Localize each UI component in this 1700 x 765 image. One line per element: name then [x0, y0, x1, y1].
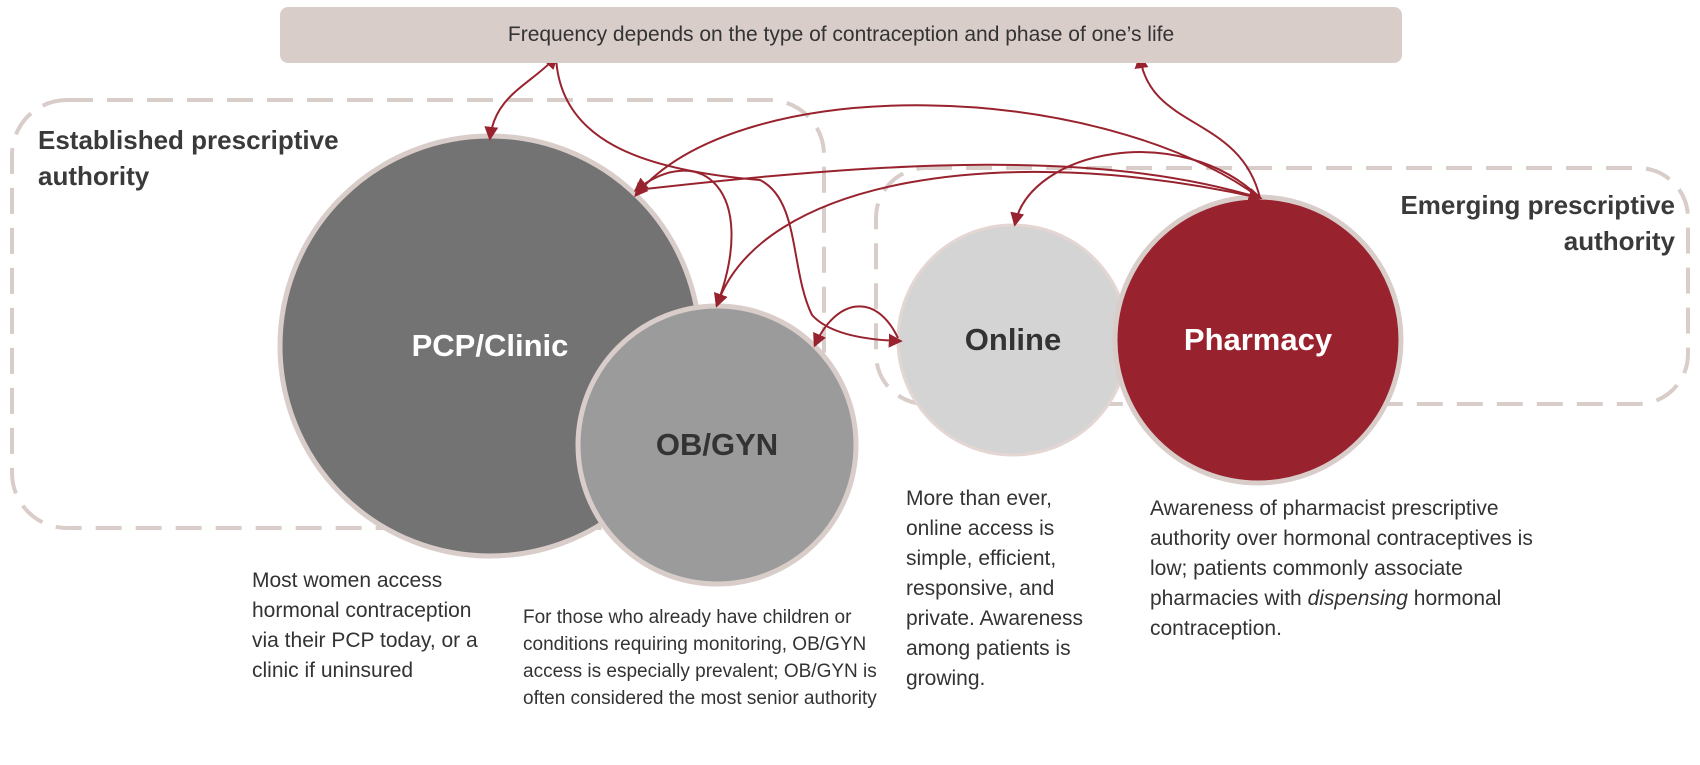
pharmacy-description-emphasis: dispensing [1307, 587, 1408, 610]
arrow-pcp-pharmacy [635, 163, 1263, 202]
obgyn-description: For those who already have children or c… [523, 607, 877, 709]
arrow-pharmacy-online [1010, 151, 1261, 227]
arrow-online-obgyn [813, 305, 899, 348]
arrow-pcp-obgyn [633, 169, 733, 308]
pharmacy-label: Pharmacy [1183, 322, 1333, 357]
arrow-banner-online [555, 56, 903, 348]
arrow-pharmacy-obgyn [714, 170, 1261, 308]
online-description: More than ever, online access is simple,… [906, 487, 1084, 690]
arrow-pharmacy-pcp [634, 104, 1261, 199]
pcp-description: Most women access hormonal contraception… [252, 569, 478, 682]
established-authority-label: Established prescriptive authority [38, 125, 339, 191]
online-label: Online [964, 322, 1062, 357]
pharmacy-description-end: hormonal contraception. [1150, 587, 1502, 640]
frequency-banner: Frequency depends on the type of contrac… [280, 7, 1402, 63]
pharmacy-description: Awareness of pharmacist prescriptive aut… [1150, 494, 1550, 644]
frequency-banner-text: Frequency depends on the type of contrac… [507, 23, 1175, 46]
pharmacy-description-text: Awareness of pharmacist prescriptive aut… [1150, 497, 1533, 610]
pcp-clinic-label: PCP/Clinic [411, 328, 569, 363]
relationship-arrows [484, 54, 1263, 348]
arrow-banner-pcp [484, 54, 558, 141]
emerging-authority-label: Emerging prescriptive authority [1400, 190, 1675, 256]
arrow-pharmacy-banner [1134, 54, 1261, 199]
obgyn-label: OB/GYN [655, 427, 779, 462]
